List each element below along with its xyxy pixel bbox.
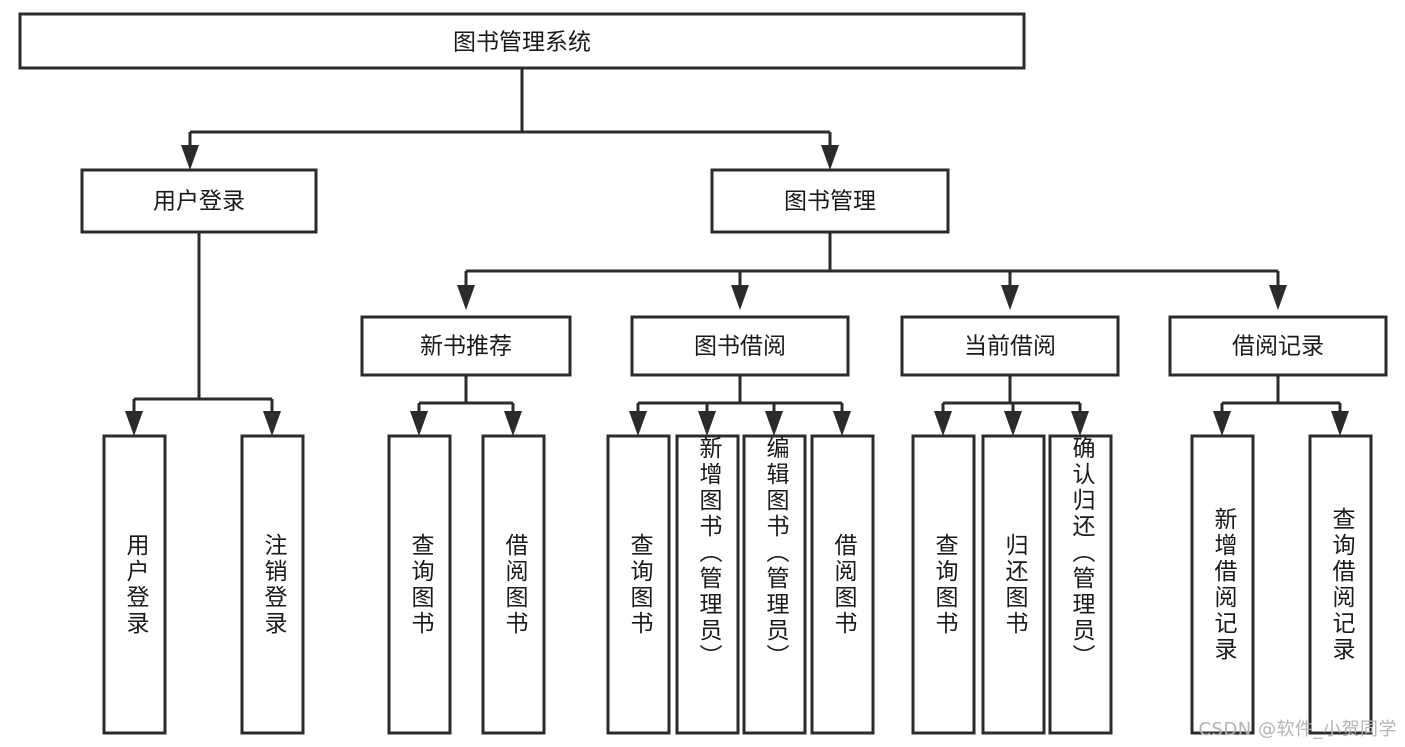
connector-borrowrecord-to-leaves	[1213, 375, 1349, 436]
node-book-borrow-label: 图书借阅	[694, 334, 786, 360]
watermark-text: CSDN @软件_小贺同学	[1198, 719, 1397, 740]
node-root-system[interactable]: 图书管理系统	[18, 12, 1026, 70]
connector-bookmgmt-to-level3	[457, 232, 1287, 310]
node-new-book-recommend-label: 新书推荐	[420, 334, 512, 360]
node-user-login-label: 用户登录	[153, 189, 245, 215]
leaf-box-borrow-record-0[interactable]	[1190, 434, 1255, 735]
leaf-box-current-borrow-0[interactable]	[911, 434, 976, 735]
node-new-book-recommend[interactable]: 新书推荐	[360, 315, 572, 377]
leaf-box-user-login-0[interactable]	[102, 434, 167, 735]
leaf-box-borrow-record-1[interactable]	[1308, 434, 1373, 735]
connector-currentborrow-to-leaves	[934, 375, 1089, 436]
node-user-login[interactable]: 用户登录	[80, 168, 318, 234]
leaf-box-new-book-1[interactable]	[481, 434, 546, 735]
leaf-box-book-borrow-0[interactable]	[606, 434, 671, 735]
node-borrow-record[interactable]: 借阅记录	[1168, 315, 1388, 377]
node-current-borrow-label: 当前借阅	[964, 334, 1056, 360]
connector-userlogin-to-leaves	[125, 232, 281, 436]
connector-newbook-to-leaves	[410, 375, 522, 436]
leaf-box-book-borrow-3[interactable]	[810, 434, 875, 735]
leaf-box-current-borrow-2[interactable]	[1048, 434, 1113, 735]
node-book-management-label: 图书管理	[784, 189, 876, 215]
leaf-box-current-borrow-1[interactable]	[981, 434, 1046, 735]
node-current-borrow[interactable]: 当前借阅	[900, 315, 1120, 377]
connector-root-to-level2	[181, 68, 839, 170]
leaf-box-new-book-0[interactable]	[387, 434, 452, 735]
node-borrow-record-label: 借阅记录	[1232, 334, 1324, 360]
node-root-label: 图书管理系统	[453, 30, 591, 56]
leaf-box-book-borrow-2[interactable]	[742, 434, 807, 735]
leaf-box-book-borrow-1[interactable]	[675, 434, 740, 735]
node-book-borrow[interactable]: 图书借阅	[630, 315, 850, 377]
connector-bookborrow-to-leaves	[629, 375, 851, 436]
node-book-management[interactable]: 图书管理	[710, 168, 950, 234]
leaf-box-user-login-1[interactable]	[240, 434, 305, 735]
